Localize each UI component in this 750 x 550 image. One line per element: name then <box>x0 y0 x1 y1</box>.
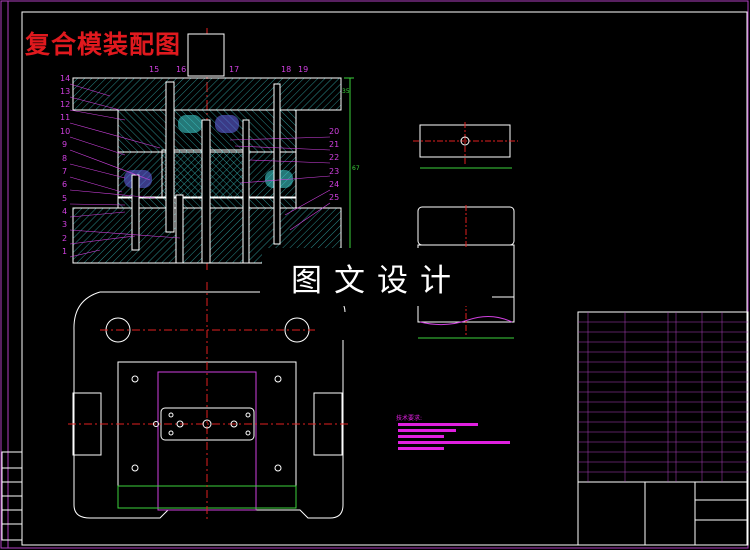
bolt-lower-center <box>175 194 184 264</box>
part-number: 8 <box>62 154 68 163</box>
drawing-title: 复合模装配图 <box>25 30 182 59</box>
leader-lines <box>69 83 331 258</box>
top-plate <box>72 77 342 111</box>
part-number: 15 <box>149 65 160 74</box>
part-number: 16 <box>176 65 187 74</box>
assembly-section-view <box>69 28 354 270</box>
part-number: 1 <box>62 247 68 256</box>
part-number: 2 <box>62 234 68 243</box>
drawing-border <box>21 11 748 546</box>
part-number: 11 <box>60 113 71 122</box>
part-number: 25 <box>329 193 340 202</box>
part-number: 5 <box>62 194 68 203</box>
dimension-height: 67 <box>352 165 360 172</box>
part-number: 19 <box>298 65 309 74</box>
part-number: 14 <box>60 74 71 83</box>
part-number: 13 <box>60 87 71 96</box>
guide-pin <box>242 119 250 264</box>
bolt-18 <box>273 83 281 245</box>
part-number: 22 <box>329 153 340 162</box>
left-margin-table <box>1 451 23 541</box>
bolt-15 <box>165 81 175 233</box>
part-number: 20 <box>329 127 340 136</box>
technical-notes <box>398 423 510 450</box>
part-number: 10 <box>60 127 71 136</box>
bom-and-title-block <box>577 311 749 546</box>
watermark: 图文设计 <box>262 248 492 306</box>
workpiece-view <box>413 122 518 169</box>
dimension-top-plate: 35 <box>342 88 350 95</box>
die-plan-view <box>68 282 350 520</box>
part-number: 6 <box>62 180 68 189</box>
part-number: 4 <box>62 207 68 216</box>
bolt-lower-left <box>131 174 140 251</box>
part-number: 18 <box>281 65 292 74</box>
part-number: 12 <box>60 100 71 109</box>
part-number: 21 <box>329 140 340 149</box>
strip-layout-view <box>417 205 515 339</box>
part-number: 17 <box>229 65 240 74</box>
bom-rows <box>578 312 748 482</box>
part-number: 7 <box>62 167 68 176</box>
part-number: 9 <box>62 140 68 149</box>
part-number: 24 <box>329 180 340 189</box>
notes-heading: 技术要求: <box>396 415 423 422</box>
part-number: 3 <box>62 220 68 229</box>
ejector-rod <box>201 119 211 264</box>
rubber-upper-left <box>178 115 202 133</box>
shank <box>187 33 225 77</box>
part-number: 23 <box>329 167 340 176</box>
rubber-upper-right <box>215 115 239 133</box>
